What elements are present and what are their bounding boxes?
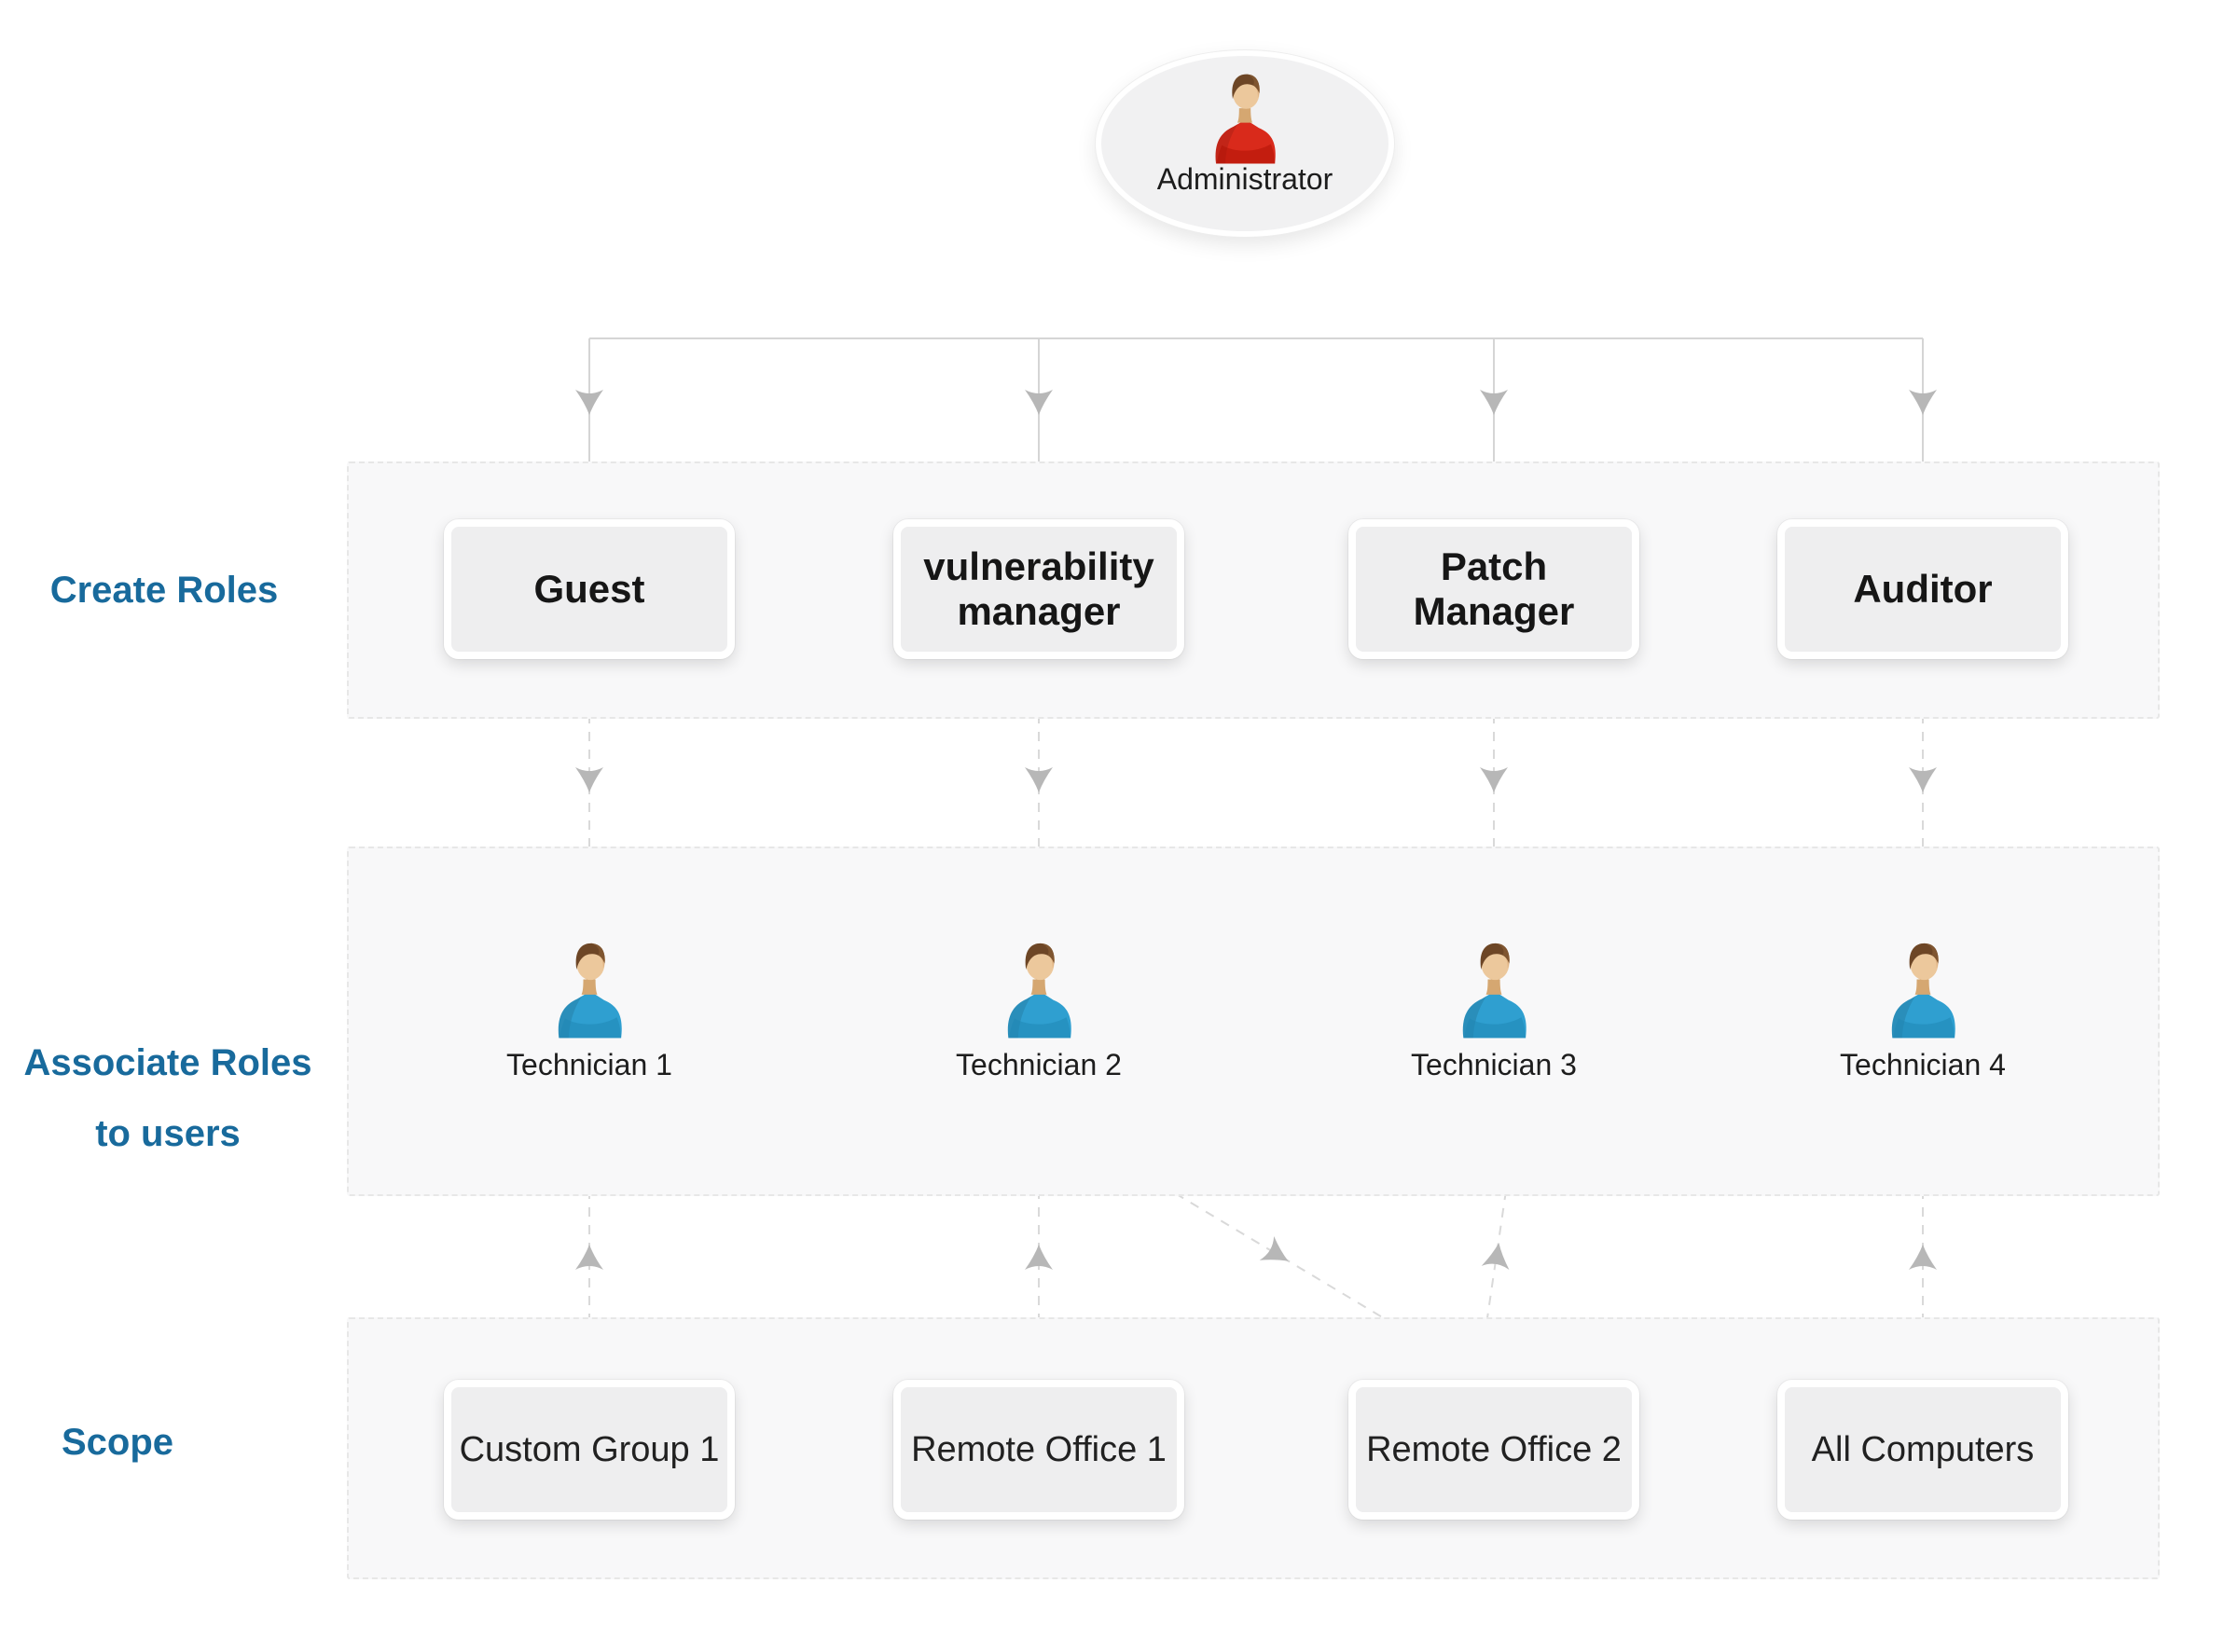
scope-box-custom-group-1: Custom Group 1 xyxy=(444,1380,735,1520)
technician-person-icon xyxy=(1884,938,1962,1040)
technician-label: Technician 4 xyxy=(1840,1048,2006,1081)
role-label: Guest xyxy=(533,566,645,611)
role-box-guest: Guest xyxy=(444,519,735,659)
associate-roles-label: Associate Roles to users xyxy=(23,1042,312,1154)
technician-4-node: Technician 4 xyxy=(1840,938,2006,1082)
create-roles-label: Create Roles xyxy=(49,570,279,611)
scope-box-label: All Computers xyxy=(1811,1429,2035,1469)
scope-box-label: Remote Office 2 xyxy=(1366,1429,1622,1469)
scope-box-label: Custom Group 1 xyxy=(459,1429,720,1469)
role-label: Patch Manager xyxy=(1413,544,1575,633)
technician-3-node: Technician 3 xyxy=(1411,938,1577,1082)
technician-person-icon xyxy=(550,938,629,1040)
administrator-person-icon xyxy=(1202,69,1288,166)
scope-box-all-computers: All Computers xyxy=(1777,1380,2068,1520)
role-box-vulnerability-manager: vulnerability manager xyxy=(893,519,1184,659)
role-box-patch-manager: Patch Manager xyxy=(1348,519,1639,659)
technician-label: Technician 1 xyxy=(506,1048,672,1081)
technician-person-icon xyxy=(1000,938,1078,1040)
administrator-label: Administrator xyxy=(1156,162,1333,196)
role-label: vulnerability manager xyxy=(923,544,1154,633)
associate-roles-band xyxy=(347,847,2160,1196)
scope-label: Scope xyxy=(61,1422,174,1463)
technician-1-node: Technician 1 xyxy=(506,938,672,1082)
role-box-auditor: Auditor xyxy=(1777,519,2068,659)
technician-label: Technician 3 xyxy=(1411,1048,1577,1081)
scope-box-remote-office-2: Remote Office 2 xyxy=(1348,1380,1639,1520)
technician-label: Technician 2 xyxy=(956,1048,1122,1081)
technician-2-node: Technician 2 xyxy=(956,938,1122,1082)
scope-box-label: Remote Office 1 xyxy=(911,1429,1167,1469)
technician-person-icon xyxy=(1455,938,1533,1040)
role-label: Auditor xyxy=(1853,566,1993,611)
scope-box-remote-office-1: Remote Office 1 xyxy=(893,1380,1184,1520)
administrator-node: Administrator xyxy=(1096,50,1394,237)
